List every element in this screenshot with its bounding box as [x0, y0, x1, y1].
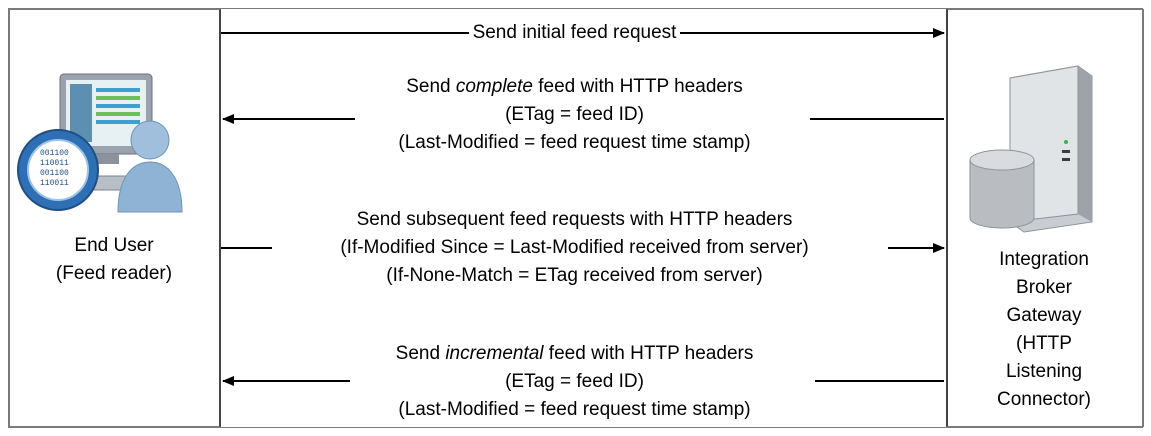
server-label-line: Listening	[1005, 361, 1083, 382]
message-text: feed with HTTP headers	[532, 76, 743, 97]
message-emphasis: complete	[455, 76, 533, 97]
message-text: Send	[395, 343, 446, 364]
message-text: (Last-Modified = feed request time stamp…	[398, 399, 751, 420]
server-label-line: Gateway	[1006, 305, 1082, 326]
svg-text:110011: 110011	[40, 179, 69, 188]
end-user-subtitle: (Feed reader)	[55, 263, 173, 284]
server-label: Integration Broker Gateway (HTTP Listeni…	[945, 246, 1143, 414]
server-box	[946, 9, 1144, 427]
message-text: feed with HTTP headers	[543, 343, 754, 364]
svg-text:001100: 001100	[40, 169, 69, 178]
server-label-line: Integration	[999, 249, 1089, 270]
message-headline: Send complete feed with HTTP headers	[212, 73, 937, 101]
message-text: (ETag = feed ID)	[505, 371, 644, 392]
end-user-title: End User	[74, 235, 154, 256]
server-label-line: Broker	[1016, 277, 1072, 298]
message-initial-request: Send initial feed request	[212, 19, 937, 47]
diagram-frame	[8, 8, 1144, 428]
svg-text:001100: 001100	[40, 149, 69, 158]
message-text: Send subsequent feed requests with HTTP …	[356, 209, 793, 230]
server-database-icon	[969, 65, 1093, 233]
message-incremental-feed: Send incremental feed with HTTP headers …	[212, 340, 937, 424]
end-user-label: End User (Feed reader)	[8, 232, 220, 288]
message-emphasis: incremental	[445, 343, 544, 364]
message-text: (If-None-Match = ETag received from serv…	[386, 265, 763, 286]
message-complete-feed: Send complete feed with HTTP headers (ET…	[212, 73, 937, 157]
message-text: Send initial feed request	[468, 22, 681, 43]
message-text: (ETag = feed ID)	[505, 104, 644, 125]
user-at-computer-icon: 001100 110011 001100 110011	[17, 73, 183, 213]
message-headline: Send incremental feed with HTTP headers	[212, 340, 937, 368]
svg-text:110011: 110011	[40, 159, 69, 168]
message-text: Send	[406, 76, 456, 97]
server-label-line: (HTTP	[1016, 333, 1072, 354]
message-subsequent-requests: Send subsequent feed requests with HTTP …	[212, 206, 937, 290]
message-text: (If-Modified Since = Last-Modified recei…	[340, 237, 809, 258]
end-user-box	[9, 9, 221, 427]
message-text: (Last-Modified = feed request time stamp…	[398, 132, 751, 153]
server-label-line: Connector)	[997, 389, 1091, 410]
